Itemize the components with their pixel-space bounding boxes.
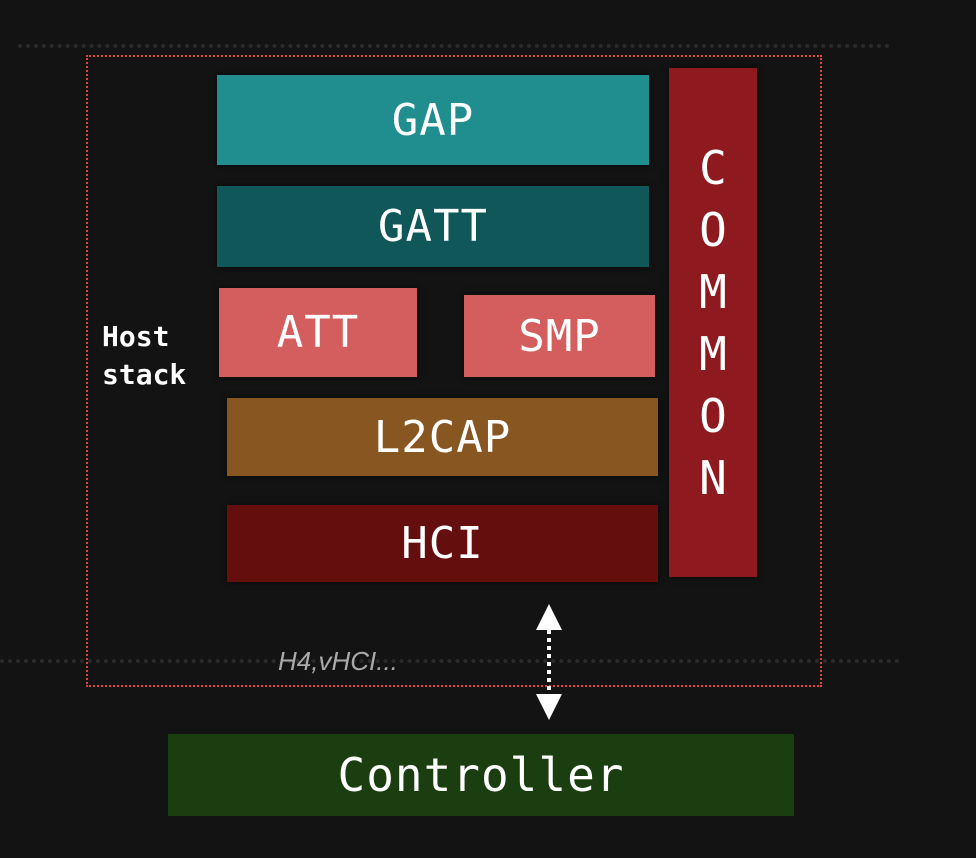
separator-top	[18, 44, 890, 48]
host-stack-label: Host stack	[102, 320, 187, 391]
transport-label: H4,vHCI...	[278, 646, 398, 676]
common-letters: C O M M O N	[699, 137, 727, 509]
layer-gap: GAP	[217, 75, 649, 165]
controller-block: Controller	[168, 734, 794, 816]
layer-common: C O M M O N	[669, 68, 757, 577]
layer-gatt: GATT	[217, 186, 649, 267]
layer-hci: HCI	[227, 505, 658, 582]
host-stack-boundary	[86, 55, 822, 687]
layer-l2cap: L2CAP	[227, 398, 658, 476]
layer-att: ATT	[219, 288, 417, 377]
bidirectional-arrow-icon	[536, 604, 562, 720]
layer-smp: SMP	[464, 295, 655, 377]
common-letter: O	[699, 388, 727, 443]
common-letter: M	[699, 326, 727, 381]
separator-bottom	[0, 659, 900, 663]
common-letter: N	[699, 450, 727, 505]
common-letter: O	[699, 202, 727, 257]
common-letter: M	[699, 264, 727, 319]
common-letter: C	[699, 140, 727, 195]
